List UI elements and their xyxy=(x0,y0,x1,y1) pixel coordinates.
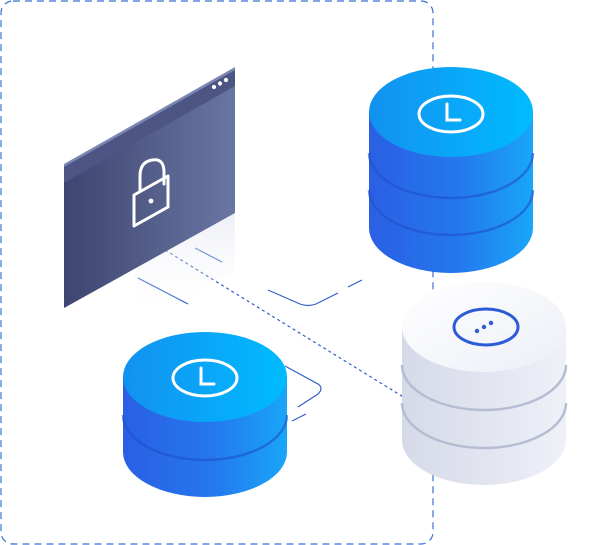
dashed-frame xyxy=(0,0,434,545)
database-top-right xyxy=(367,67,535,273)
database-bottom-left xyxy=(121,332,289,497)
clock-icon xyxy=(171,358,239,398)
more-options-icon xyxy=(452,307,520,347)
database-bottom-right xyxy=(400,282,568,485)
clock-icon xyxy=(417,94,485,134)
lock-icon xyxy=(132,158,170,228)
secure-window xyxy=(64,67,235,324)
window-dots-icon xyxy=(211,77,229,90)
